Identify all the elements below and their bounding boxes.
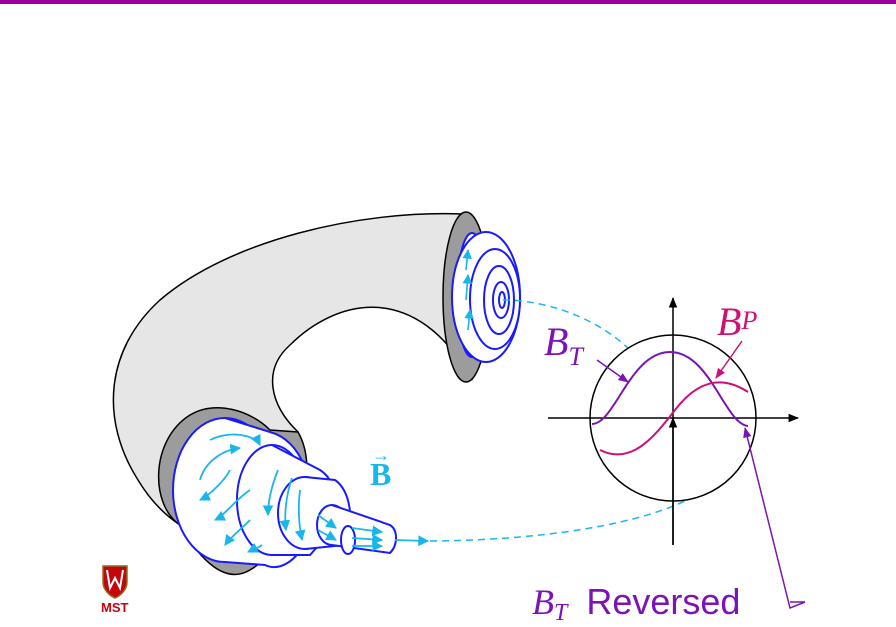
far-end-field-arrows <box>462 249 474 331</box>
profile-plot <box>548 296 806 610</box>
bt-label-sub: T <box>568 342 583 371</box>
uw-crest-icon <box>102 565 128 599</box>
bp-curve <box>599 381 749 456</box>
bp-pointer <box>715 340 743 379</box>
bt-curve <box>591 350 749 427</box>
bt-label: BT <box>544 319 583 370</box>
field-b-label: → B <box>370 446 392 492</box>
bt-label-base: B <box>544 319 569 364</box>
field-b-letter: B <box>370 456 392 492</box>
reversed-label-base: B <box>532 582 554 622</box>
bp-label: BP <box>717 302 757 342</box>
reversed-label-sub: T <box>554 600 568 626</box>
far-end-cross-section <box>451 231 521 363</box>
bt-pointer <box>596 359 629 383</box>
near-end-field-arrows <box>199 433 430 553</box>
bt-reversed-label: BT Reversed <box>532 581 741 626</box>
bp-label-base: B <box>717 299 742 344</box>
bp-label-sub: P <box>741 306 758 335</box>
near-end-cross-section <box>172 417 397 568</box>
logo-text: MST <box>101 600 129 615</box>
vector-arrow-glyph: → <box>372 445 390 465</box>
reversed-label-text: Reversed <box>586 581 741 622</box>
title-underline-bar <box>0 0 896 4</box>
reversed-pointer <box>743 426 806 610</box>
